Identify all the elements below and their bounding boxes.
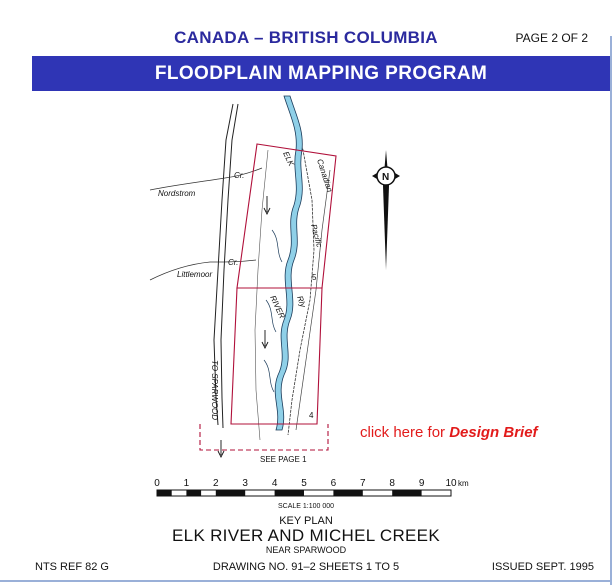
littlemoor-label: Littlemoor [177,270,212,279]
railway-line [287,109,315,436]
page-indicator: PAGE 2 OF 2 [515,31,588,45]
scale-tick-label: 0 [154,478,160,489]
north-letter: N [382,172,389,183]
rly-label: Rly [295,295,308,310]
scale-tick-label: 9 [419,478,425,489]
page-frame-bottom [0,580,612,582]
plan-title: ELK RIVER AND MICHEL CREEK [172,526,440,545]
drawing-number: DRAWING NO. 91–2 SHEETS 1 TO 5 [212,561,400,573]
nordstrom-cr-label: Cr. [234,171,244,180]
pacific-label: Pacific [309,223,324,248]
littlemoor-cr-label: Cr. [228,258,238,267]
sheet-5-number: 5 [312,273,317,282]
nts-reference: NTS REF 82 G [35,561,109,573]
see-page-label: SEE PAGE 1 [260,455,307,464]
flow-arrow-icon [217,440,225,459]
country-heading: CANADA – BRITISH COLUMBIA [174,28,438,47]
program-title: FLOODPLAIN MAPPING PROGRAM [154,62,488,84]
elk-river-braid [263,229,283,393]
north-arrow-icon: N [372,150,400,270]
scale-tick-label: 7 [360,478,366,489]
scale-tick-label: 4 [272,478,278,489]
valley-line-east [295,169,331,431]
scale-tick-label: 3 [242,478,248,489]
nordstrom-label: Nordstrom [158,189,196,198]
highway-right-edge [220,103,239,429]
scale-caption: SCALE 1:100 000 [277,503,335,510]
sheet-1-reference [199,424,329,451]
scale-bar [156,489,452,497]
scale-tick-label: 5 [301,478,307,489]
flow-arrow-icon [261,330,269,350]
scale-tick-label: 8 [389,478,395,489]
design-brief-link[interactable]: click here for Design Brief [360,424,538,441]
scale-tick-label: 10 [445,478,457,489]
page-frame-right [610,36,612,585]
elk-river-channel [274,95,303,431]
elk-label: ELK [281,150,296,168]
river-label: RIVER [268,294,287,320]
to-sparwood-label: TO SPARWOOD [210,360,219,420]
sheet-4-boundary [230,287,323,425]
littlemoor-creek [149,259,257,281]
scale-tick-label: 6 [331,478,337,489]
nordstrom-creek [149,167,263,191]
near-location: NEAR SPARWOOD [265,545,347,555]
design-brief-prefix: click here for [360,424,450,441]
scale-tick-label: 2 [213,478,219,489]
scale-unit: km [458,479,469,488]
flow-arrow-icon [263,196,271,216]
highway-left-edge [213,103,234,426]
valley-line-west [254,149,269,441]
key-plan-label: KEY PLAN [279,515,333,527]
issued-date: ISSUED SEPT. 1995 [491,561,594,573]
program-banner: FLOODPLAIN MAPPING PROGRAM [32,56,610,91]
sheet-4-number: 4 [309,411,314,420]
scale-tick-label: 1 [184,478,190,489]
canadian-label: Canadian [315,158,334,194]
design-brief-text: Design Brief [449,424,538,441]
